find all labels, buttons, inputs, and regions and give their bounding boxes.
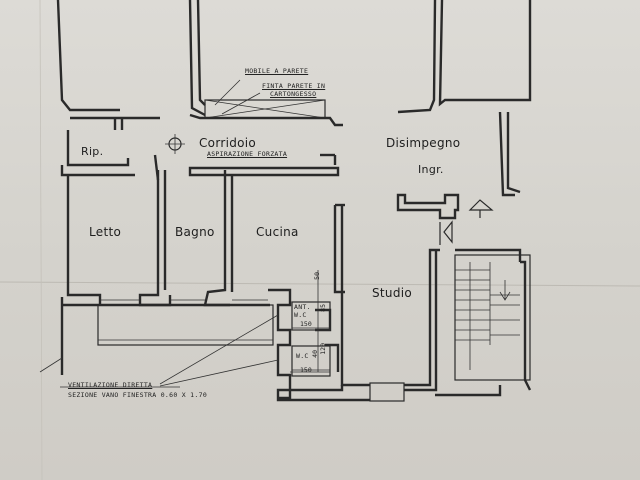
dimension-85: 85 xyxy=(319,304,327,312)
note-ventilazione-diretta: VENTILAZIONE DIRETTA xyxy=(68,381,153,389)
note-sezione-vano-finestra: SEZIONE VANO FINESTRA 0.60 x 1.70 xyxy=(68,391,208,399)
dimension-120: 120 xyxy=(319,343,327,355)
dimension-40: 40 xyxy=(311,350,319,358)
note-finta-parete-2: CARTONGESSO xyxy=(270,90,317,98)
leader-lines xyxy=(39,314,279,388)
room-label-bagno: Bagno xyxy=(175,225,215,239)
aspirator-symbol xyxy=(165,134,185,154)
dimension-lines xyxy=(292,270,330,372)
studio-walls xyxy=(276,248,502,402)
entrance-detail xyxy=(396,193,494,245)
note-aspirazione-forzata: ASPIRAZIONE FORZATA xyxy=(207,150,288,158)
note-finta-parete-1: FINTA PARETE IN xyxy=(262,82,326,90)
dimension-50: 50 xyxy=(313,272,321,280)
staircase xyxy=(454,248,532,391)
paper-fold-line xyxy=(0,281,640,287)
false-wall-detail xyxy=(189,79,343,127)
corridor-walls xyxy=(60,111,521,197)
room-label-corridoio: Corridoio xyxy=(199,136,257,150)
note-wc: W.C xyxy=(296,352,309,360)
wc-block xyxy=(268,288,340,400)
room-label-ingr: Ingr. xyxy=(418,163,444,176)
dimension-150-lower: 150 xyxy=(300,366,312,374)
note-mobile-a-parete: MOBILE A PARETE xyxy=(245,67,309,75)
paper-fold-line xyxy=(39,0,43,480)
top-walls xyxy=(56,0,532,130)
room-label-rip: Rip. xyxy=(81,145,104,158)
dimension-150-upper: 150 xyxy=(300,320,312,328)
window-lines xyxy=(97,299,274,346)
room-label-disimpegno: Disimpegno xyxy=(386,136,461,150)
note-ant: ANT. xyxy=(294,303,311,311)
room-label-cucina: Cucina xyxy=(256,225,299,239)
note-ant-wc: W.C xyxy=(294,311,307,319)
room-label-letto: Letto xyxy=(89,225,122,239)
room-label-studio: Studio xyxy=(372,286,413,300)
